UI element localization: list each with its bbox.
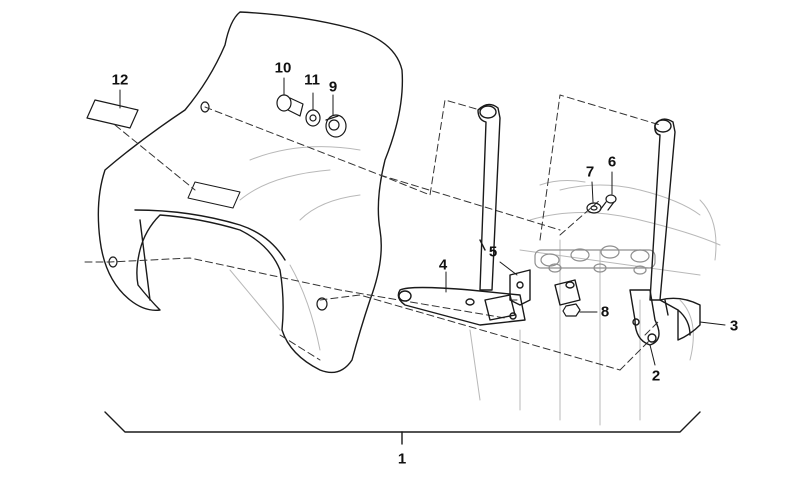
callout-5: 5: [488, 243, 498, 261]
grommet-9: [325, 114, 347, 138]
left-strut: [397, 103, 526, 326]
screw-6: [599, 194, 617, 211]
windshield-hole: [316, 297, 328, 311]
callout-7: 7: [585, 163, 595, 181]
callout-3: 3: [729, 317, 739, 335]
ghost-frame: [229, 146, 721, 426]
screw-10: [276, 94, 304, 117]
callout-9: 9: [328, 78, 338, 96]
label-area: [187, 181, 241, 209]
callout-4: 4: [438, 256, 448, 274]
nut-8: [562, 303, 581, 317]
bracket-8: [554, 279, 581, 306]
callout-8: 8: [600, 303, 610, 321]
leader-lines: [119, 77, 726, 366]
ghost-rail: [534, 245, 656, 275]
callout-10: 10: [274, 59, 292, 77]
bolt-7: [586, 202, 602, 214]
callout-6: 6: [607, 153, 617, 171]
assembly-lines: [84, 94, 661, 371]
washer-11: [305, 109, 321, 127]
clamp-3: [659, 297, 701, 341]
right-strut: [629, 118, 676, 346]
callout-11: 11: [304, 71, 320, 89]
windshield-hole: [200, 101, 210, 113]
assembly-bracket: [104, 411, 701, 433]
callout-12: 12: [111, 71, 129, 89]
label-sticker: [86, 99, 139, 129]
callout-2: 2: [651, 367, 661, 385]
bracket-5: [484, 269, 531, 321]
callout-1: 1: [397, 450, 407, 468]
